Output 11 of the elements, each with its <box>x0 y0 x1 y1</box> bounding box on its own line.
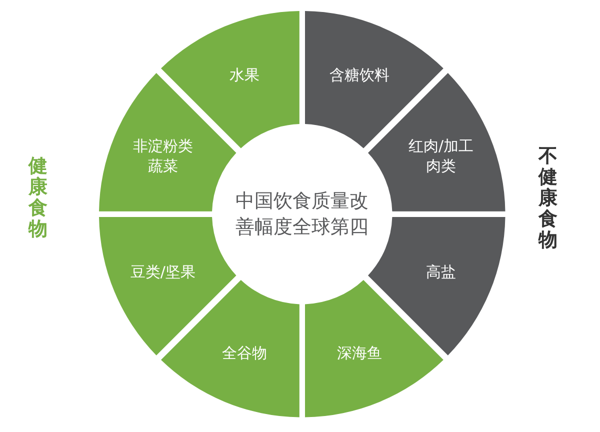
segment-label: 含糖饮料 <box>328 64 391 85</box>
center-title: 中国饮食质量改善幅度全球第四 <box>234 189 370 240</box>
segment-label: 高盐 <box>425 262 458 282</box>
side-label: 健康食物 <box>28 156 48 240</box>
side-label: 不健康食物 <box>538 146 558 251</box>
segment-label: 全谷物 <box>220 343 268 364</box>
segment-label: 红肉/加工肉类 <box>408 136 475 176</box>
segment-label: 非淀粉类蔬菜 <box>132 136 194 176</box>
segment-label: 豆类/坚果 <box>129 262 196 282</box>
segment-label: 深海鱼 <box>336 343 384 364</box>
segment-label: 水果 <box>228 64 260 85</box>
